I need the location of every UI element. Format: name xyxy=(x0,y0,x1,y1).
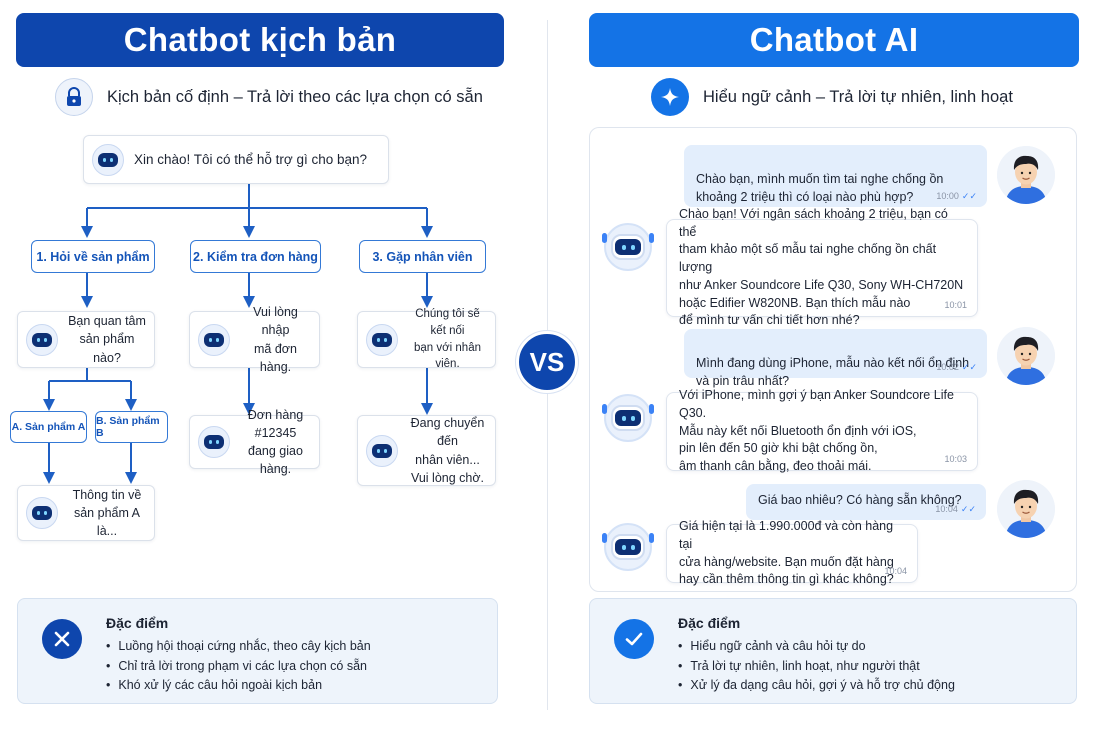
order-question-text: Vui lòng nhập mã đơn hàng. xyxy=(253,305,298,374)
option-staff[interactable]: 3. Gặp nhân viên xyxy=(359,240,486,273)
option-product-a[interactable]: A. Sản phẩm A xyxy=(10,411,87,443)
feature-item: Khó xử lý các câu hỏi ngoài kịch bản xyxy=(106,676,371,696)
message-text: Chào bạn, mình muốn tìm tai nghe chống ồ… xyxy=(696,171,944,204)
bot-avatar xyxy=(602,523,654,571)
ai-subtitle: Hiểu ngữ cảnh – Trả lời tự nhiên, linh h… xyxy=(651,78,1013,116)
message-text: Chào bạn! Với ngân sách khoảng 2 triệu, … xyxy=(679,206,964,328)
sparkle-icon xyxy=(651,78,689,116)
message-text: Mình đang dùng iPhone, mẫu nào kết nối ổ… xyxy=(696,355,970,388)
read-ticks-icon: ✓✓ xyxy=(961,191,977,202)
scripted-features-box: Đặc điểm Luồng hội thoại cứng nhắc, theo… xyxy=(17,598,498,704)
read-ticks-icon: ✓✓ xyxy=(961,362,977,373)
root-greeting-node: Xin chào! Tôi có thể hỗ trợ gì cho bạn? xyxy=(83,135,389,184)
bot-avatar xyxy=(602,394,654,442)
cross-icon xyxy=(42,619,82,659)
feature-item: Trả lời tự nhiên, linh hoạt, như người t… xyxy=(678,657,955,677)
message-time: 10:04 xyxy=(884,566,907,577)
order-status-text: Đơn hàng #12345 đang giao hàng. xyxy=(247,407,304,477)
option-product-b[interactable]: B. Sản phẩm B xyxy=(95,411,168,443)
vs-badge: VS xyxy=(516,331,578,393)
order-status-node: Đơn hàng #12345 đang giao hàng. xyxy=(189,408,320,476)
product-a-info-node: Thông tin về sản phẩm A là... xyxy=(17,485,155,541)
transfer-staff-node: Đang chuyển đến nhân viên... Vui lòng ch… xyxy=(357,415,496,486)
transfer-staff-text: Đang chuyển đến nhân viên... Vui lòng ch… xyxy=(410,416,485,485)
bot-icon xyxy=(198,323,230,356)
message-text: Giá bao nhiêu? Có hàng sẵn không? xyxy=(758,493,962,507)
message-text: Với iPhone, mình gợi ý bạn Anker Soundco… xyxy=(679,388,954,474)
feature-item: Luồng hội thoại cứng nhắc, theo cây kịch… xyxy=(106,637,370,657)
scripted-features-list: Luồng hội thoại cứng nhắc, theo cây kịch… xyxy=(106,637,371,696)
product-question-node: Bạn quan tâm sản phẩm nào? xyxy=(17,311,155,368)
feature-item: Chỉ trả lời trong phạm vi các lựa chọn c… xyxy=(106,657,371,677)
staff-connect-text: Chúng tôi sẽ kết nối bạn với nhân viên. xyxy=(413,308,481,371)
user-avatar xyxy=(997,480,1055,538)
bot-icon xyxy=(26,497,58,529)
scripted-features-title: Đặc điểm xyxy=(106,615,169,631)
option-product[interactable]: 1. Hỏi về sản phẩm xyxy=(31,240,155,273)
ai-chatbot-title: Chatbot AI xyxy=(589,13,1079,67)
bot-icon xyxy=(26,323,58,356)
ai-features-box: Đặc điểm Hiểu ngữ cảnh và câu hỏi tự do … xyxy=(589,598,1077,704)
read-ticks-icon: ✓✓ xyxy=(960,504,976,515)
lock-icon xyxy=(55,78,93,116)
message-time: 10:01 xyxy=(944,300,967,311)
scripted-subtitle: Kịch bản cố định – Trả lời theo các lựa … xyxy=(55,78,483,116)
ai-subtitle-text: Hiểu ngữ cảnh – Trả lời tự nhiên, linh h… xyxy=(703,87,1013,106)
chat-message-bot-1: Chào bạn! Với ngân sách khoảng 2 triệu, … xyxy=(666,207,978,327)
chat-message-user-1: Chào bạn, mình muốn tìm tai nghe chống ồ… xyxy=(684,145,987,207)
option-order[interactable]: 2. Kiểm tra đơn hàng xyxy=(190,240,321,273)
check-icon xyxy=(614,619,654,659)
ai-features-list: Hiểu ngữ cảnh và câu hỏi tự do Trả lời t… xyxy=(678,637,955,696)
feature-item: Hiểu ngữ cảnh và câu hỏi tự do xyxy=(678,637,955,657)
user-avatar xyxy=(997,146,1055,204)
bot-avatar xyxy=(602,223,654,271)
chat-message-user-3: Giá bao nhiêu? Có hàng sẵn không? 10:04✓… xyxy=(746,484,986,520)
bot-icon xyxy=(92,143,124,176)
chat-message-user-2: Mình đang dùng iPhone, mẫu nào kết nối ổ… xyxy=(684,329,987,388)
scripted-chatbot-title: Chatbot kịch bản xyxy=(16,13,504,67)
chat-message-bot-3: Giá hiện tại là 1.990.000đ và còn hàng t… xyxy=(666,519,918,586)
product-a-info-text: Thông tin về sản phẩm A là... xyxy=(72,487,142,539)
chat-message-bot-2: Với iPhone, mình gợi ý bạn Anker Soundco… xyxy=(666,388,978,473)
bot-icon xyxy=(366,434,398,467)
scripted-subtitle-text: Kịch bản cố định – Trả lời theo các lựa … xyxy=(107,87,483,106)
bot-icon xyxy=(366,323,398,356)
bot-icon xyxy=(198,426,230,458)
root-greeting-text: Xin chào! Tôi có thể hỗ trợ gì cho bạn? xyxy=(134,151,368,167)
ai-features-title: Đặc điểm xyxy=(678,615,741,631)
message-time: 10:04✓✓ xyxy=(935,504,976,515)
product-question-text: Bạn quan tâm sản phẩm nào? xyxy=(68,314,146,365)
order-question-node: Vui lòng nhập mã đơn hàng. xyxy=(189,305,320,374)
message-time: 10:02✓✓ xyxy=(936,362,977,373)
message-text: Giá hiện tại là 1.990.000đ và còn hàng t… xyxy=(679,519,894,587)
feature-item: Xử lý đa dạng câu hỏi, gợi ý và hỗ trợ c… xyxy=(678,676,955,696)
message-time: 10:00✓✓ xyxy=(936,191,977,202)
staff-connect-node: Chúng tôi sẽ kết nối bạn với nhân viên. xyxy=(357,308,496,370)
user-avatar xyxy=(997,327,1055,385)
message-time: 10:03 xyxy=(944,454,967,465)
